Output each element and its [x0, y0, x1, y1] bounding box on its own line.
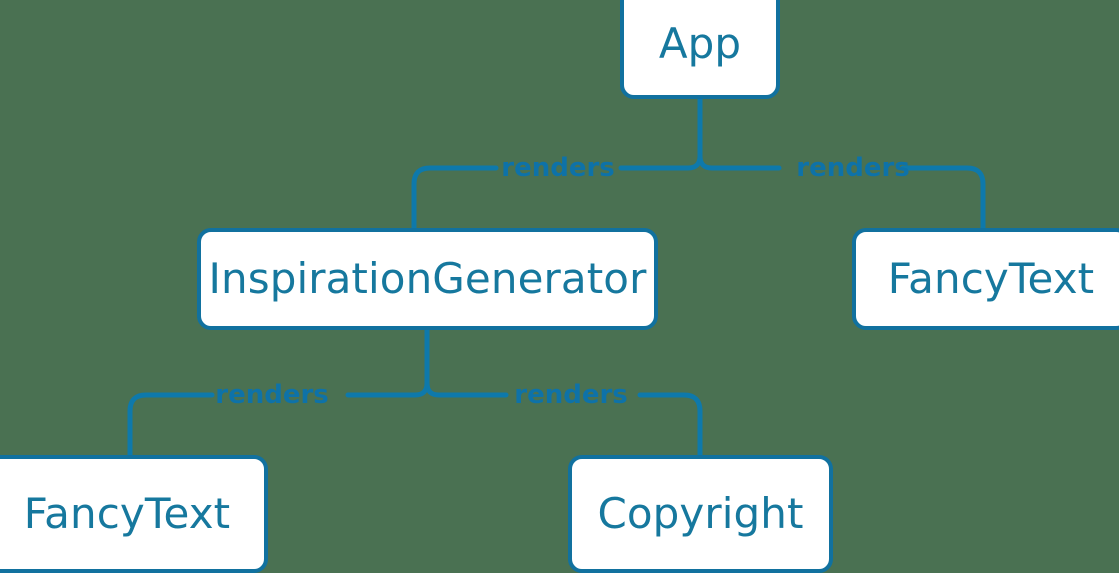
edge-label-inspirationgenerator-to-fancytext-left: renders: [215, 380, 329, 410]
edge-app-to-fancytext-right: [900, 165, 986, 231]
edge-inspgen-junction-left: [345, 380, 430, 398]
node-fancytext-left[interactable]: FancyText: [0, 455, 268, 573]
edge-app-junction-right: [697, 153, 782, 171]
node-inspirationgenerator-label: InspirationGenerator: [208, 254, 647, 303]
edge-layer: [127, 96, 986, 458]
edge-label-app-to-inspirationgenerator: renders: [501, 153, 615, 183]
node-inspirationgenerator[interactable]: InspirationGenerator: [197, 228, 658, 330]
edge-label-inspirationgenerator-to-copyright: renders: [514, 380, 628, 410]
node-copyright[interactable]: Copyright: [568, 455, 833, 573]
node-app-label: App: [658, 18, 742, 68]
edge-inspgen-to-copyright: [637, 392, 703, 458]
edge-label-app-to-fancytext-right: renders: [796, 153, 910, 183]
edge-app-to-inspgen: [411, 165, 499, 231]
node-app[interactable]: App: [620, 0, 780, 99]
node-fancytext-right[interactable]: FancyText: [852, 228, 1119, 330]
node-fancytext-left-label: FancyText: [23, 489, 231, 538]
edge-app-junction-left: [618, 153, 703, 171]
node-copyright-label: Copyright: [597, 489, 804, 538]
edge-inspgen-junction-right: [424, 380, 509, 398]
node-fancytext-right-label: FancyText: [887, 254, 1095, 303]
edge-inspgen-to-fancytext-left: [127, 392, 215, 458]
